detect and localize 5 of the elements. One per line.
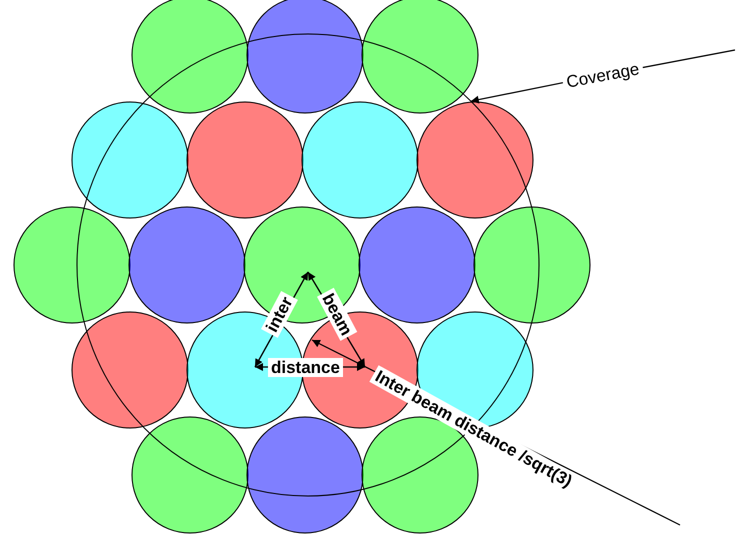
leader-line <box>642 49 736 68</box>
dimension-label: distance <box>268 358 343 377</box>
dimension-label: inter <box>260 291 298 338</box>
leader-line <box>470 82 564 104</box>
dimension-label: beam <box>316 288 358 342</box>
